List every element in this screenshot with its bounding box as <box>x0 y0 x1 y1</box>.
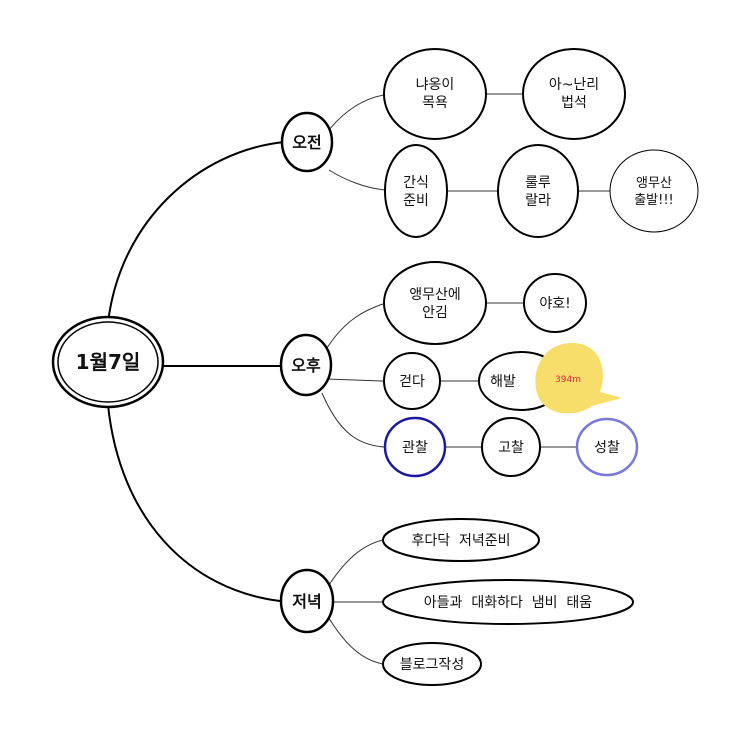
node-cat-bath-line2: 목욕 <box>422 95 448 111</box>
node-blog-label: 블로그작성 <box>400 657 464 673</box>
edge-morning-snack <box>328 169 386 191</box>
branch-afternoon-label: 오후 <box>291 356 321 375</box>
edge-evening-dinner <box>326 539 384 589</box>
altitude-note: 394m <box>555 375 581 385</box>
node-snack-prep[interactable]: 간식 준비 <box>384 144 448 238</box>
node-depart[interactable]: 앵무산 출발!!! <box>609 149 699 233</box>
node-walk-label: 걷다 <box>399 374 425 390</box>
root-label: 1월7일 <box>76 350 141 374</box>
node-consider[interactable]: 고찰 <box>481 417 541 477</box>
node-snack-prep-line2: 준비 <box>403 193 429 209</box>
branch-afternoon[interactable]: 오후 <box>279 333 333 397</box>
node-depart-line1: 앵무산 <box>636 176 672 191</box>
node-altitude-label: 해발 <box>490 374 516 390</box>
node-lalala-line2: 랄라 <box>525 193 551 209</box>
edge-afternoon-observe <box>321 392 385 448</box>
edge-evening-blog <box>326 614 384 665</box>
edge-root-evening <box>107 404 281 602</box>
node-commotion[interactable]: 아~난리 법석 <box>522 48 626 140</box>
node-blog[interactable]: 블로그작성 <box>382 642 482 686</box>
branch-morning-label: 오전 <box>292 133 321 152</box>
node-observe[interactable]: 관찰 <box>383 416 447 478</box>
node-arrive-mountain[interactable]: 앵무산에 안김 <box>383 261 487 345</box>
node-dinner-label: 후다닥 저녁준비 <box>411 533 510 549</box>
node-consider-label: 고찰 <box>498 440 524 456</box>
node-walk[interactable]: 걷다 <box>383 352 441 410</box>
branch-morning[interactable]: 오전 <box>280 111 334 173</box>
node-talk-pot[interactable]: 아들과 대화하다 냄비 태움 <box>382 579 634 625</box>
branch-evening-label: 저녁 <box>292 592 321 611</box>
altitude-speech-bubble: 394m <box>535 343 622 414</box>
node-lalala-line1: 룰루 <box>525 175 551 191</box>
node-arrive-line1: 앵무산에 <box>409 287 461 303</box>
node-commotion-line2: 법석 <box>561 95 587 111</box>
edge-root-morning <box>107 141 286 324</box>
edge-afternoon-walk <box>326 378 384 382</box>
node-dinner-prep[interactable]: 후다닥 저녁준비 <box>382 518 540 562</box>
node-commotion-line1: 아~난리 <box>549 77 599 93</box>
branch-evening[interactable]: 저녁 <box>279 568 335 634</box>
node-cat-bath[interactable]: 냐옹이 목욕 <box>383 48 487 140</box>
node-cat-bath-line1: 냐옹이 <box>416 77 455 93</box>
node-reflect-label: 성찰 <box>594 440 620 456</box>
root-node[interactable]: 1월7일 <box>51 315 165 409</box>
edge-morning-cat <box>328 94 385 131</box>
node-talk-label: 아들과 대화하다 냄비 태움 <box>424 595 593 611</box>
node-arrive-line2: 안김 <box>422 305 448 321</box>
connectors <box>107 93 660 665</box>
node-yaho[interactable]: 야호! <box>523 273 587 333</box>
node-yaho-label: 야호! <box>539 296 570 312</box>
node-reflect[interactable]: 성찰 <box>575 417 639 477</box>
node-lalala[interactable]: 룰루 랄라 <box>497 144 579 238</box>
node-depart-line2: 출발!!! <box>634 193 674 208</box>
node-observe-label: 관찰 <box>402 440 428 456</box>
node-snack-prep-line1: 간식 <box>403 175 429 191</box>
edge-afternoon-arrive <box>326 303 384 349</box>
